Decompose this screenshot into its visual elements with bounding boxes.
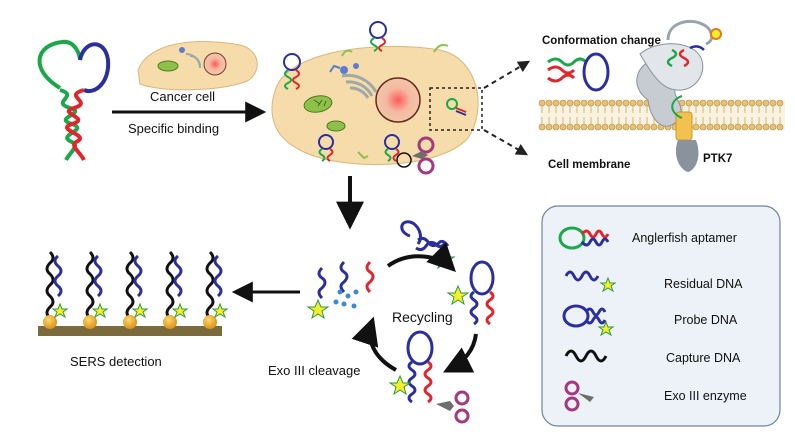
legend-label-aptamer: Anglerfish aptamer <box>632 231 737 245</box>
recycling-label: Recycling <box>392 309 453 325</box>
anglerfish-aptamer-large <box>37 39 111 162</box>
sers-detection-label: SERS detection <box>70 354 162 369</box>
zoom-line-top <box>483 60 531 89</box>
capture-probe-complex <box>83 250 109 329</box>
cancer-cell-label: Cancer cell <box>150 89 215 104</box>
zoom-line-bottom <box>483 129 529 156</box>
hybrid-right <box>469 260 495 326</box>
specific-binding-label: Specific binding <box>128 121 219 136</box>
legend-label-enzyme: Exo III enzyme <box>664 389 747 403</box>
probe-dna-icon <box>562 304 615 337</box>
capture-probe-complex <box>43 250 69 329</box>
bound-aptamer <box>666 19 722 68</box>
exo-enzyme-near-cell <box>396 136 435 175</box>
aptamer-in-box <box>446 98 467 116</box>
legend-box <box>541 205 781 427</box>
capture-probe-complex <box>163 250 189 329</box>
capture-probe-complex <box>203 250 229 329</box>
probe-dna-top <box>400 220 450 252</box>
small-cancer-cell <box>137 41 258 91</box>
star-hybrid-bottom <box>388 374 412 396</box>
star-hybrid-right <box>446 284 470 306</box>
aptamer-small-3 <box>318 134 334 162</box>
cycle-arrow-left <box>351 316 397 372</box>
cell-membrane-label: Cell membrane <box>548 159 630 171</box>
legend-label-residual: Residual DNA <box>664 277 743 291</box>
exo-cleavage-label: Exo III cleavage <box>268 363 361 378</box>
cycle-arrow-right <box>442 333 478 373</box>
aptamer-small-4 <box>384 134 400 162</box>
exo-enzyme-cycle <box>436 390 470 424</box>
residual-dna-icon <box>564 270 617 293</box>
residual-dna-fragments <box>317 260 375 309</box>
cycle-arrow-top <box>386 242 456 272</box>
aptamer-small-2 <box>369 21 387 52</box>
anglerfish-aptamer-icon <box>558 226 610 250</box>
capture-probe-complex <box>123 250 149 329</box>
sers-substrate <box>38 250 229 336</box>
aptamer-small-1 <box>283 53 301 90</box>
legend-label-capture: Capture DNA <box>666 351 741 365</box>
legend-label-probe: Probe DNA <box>674 313 738 327</box>
conformed-aptamer <box>547 52 610 92</box>
exo-enzyme-icon <box>564 380 594 412</box>
conformation-change-label: Conformation change <box>542 35 661 47</box>
ptk7-label: PTK7 <box>703 153 732 165</box>
capture-dna-icon <box>564 349 608 363</box>
hybrid-bottom <box>406 330 434 404</box>
star-residual <box>306 298 330 320</box>
zoom-box <box>429 87 483 131</box>
